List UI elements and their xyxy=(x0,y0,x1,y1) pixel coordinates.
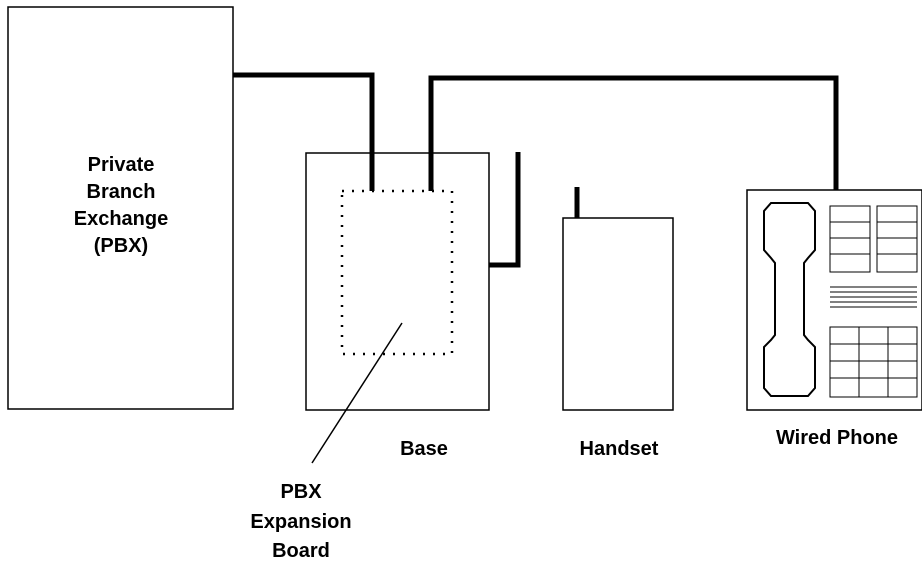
expansion-board-label-line-2: Expansion xyxy=(250,511,351,533)
board-to-wired-phone-cable xyxy=(428,75,839,191)
memory-keys-left xyxy=(829,205,871,273)
pbx-label-line-4: (PBX) xyxy=(94,235,148,257)
pbx-to-board-cable xyxy=(233,72,375,191)
expansion-board-outline xyxy=(340,189,454,356)
pbx-label-line-2: Branch xyxy=(87,181,156,203)
expansion-board-label-line-3: Board xyxy=(272,540,330,562)
handset-box xyxy=(562,217,674,411)
base-box xyxy=(305,152,490,411)
wired-phone-label: Wired Phone xyxy=(776,427,898,449)
wired-phone xyxy=(746,189,922,411)
pbx-label-line-1: Private xyxy=(88,154,155,176)
handset-label: Handset xyxy=(580,438,659,460)
base-antenna xyxy=(489,152,521,268)
keypad xyxy=(829,326,918,398)
pbx-box xyxy=(7,6,234,410)
memory-keys-right xyxy=(876,205,918,273)
wired-phone-body xyxy=(746,189,922,411)
expansion-board-label-line-1: PBX xyxy=(280,481,322,503)
display-lines xyxy=(830,286,917,308)
base-label: Base xyxy=(400,438,448,460)
receiver-icon xyxy=(763,202,816,397)
pbx-label-line-3: Exchange xyxy=(74,208,168,230)
expansion-board-pointer xyxy=(311,322,403,464)
